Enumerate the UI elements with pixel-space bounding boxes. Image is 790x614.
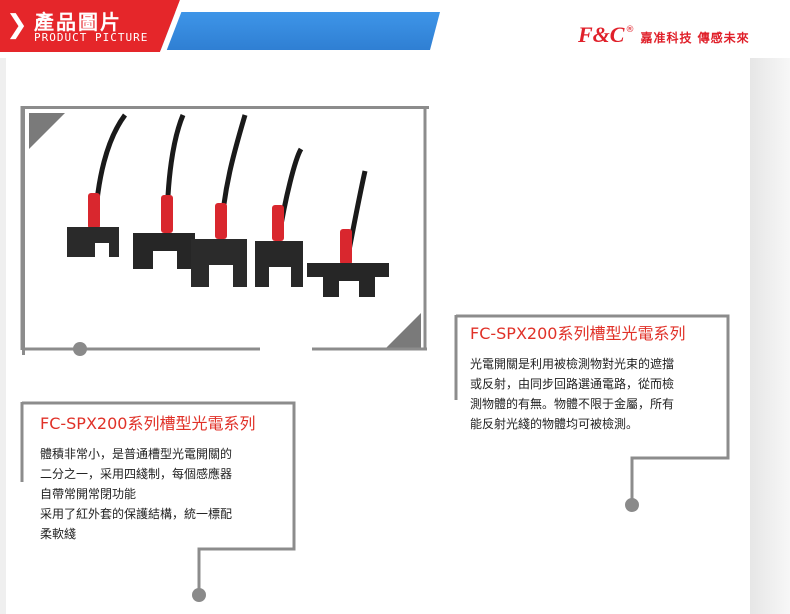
- callout-line: 或反射，由同步回路選通電路，從而檢: [470, 377, 675, 391]
- callout-body: 光電開關是利用被檢測物對光束的遮擋 或反射，由同步回路選通電路，從而檢 測物體的…: [470, 354, 685, 434]
- callout-body: 體積非常小，是普通槽型光電開關的 二分之一，采用四綫制，每個感應器 自帶常開常閉…: [40, 444, 255, 544]
- callout-title: FC-SPX200系列槽型光電系列: [40, 414, 256, 433]
- callout-title: FC-SPX200系列槽型光電系列: [470, 324, 686, 343]
- callout-line: 二分之一，采用四綫制，每個感應器: [40, 467, 233, 481]
- callout-line: 光電開關是利用被檢測物對光束的遮擋: [470, 357, 675, 371]
- page-title: 產品圖片: [34, 10, 122, 34]
- connector-dot: [73, 342, 87, 356]
- callout-line: 體積非常小，是普通槽型光電開關的: [40, 447, 233, 461]
- callout-right: FC-SPX200系列槽型光電系列 光電開關是利用被檢測物對光束的遮擋 或反射，…: [470, 320, 685, 434]
- callout-left: FC-SPX200系列槽型光電系列 體積非常小，是普通槽型光電開關的 二分之一，…: [40, 410, 255, 544]
- corner-triangle-top-left-icon: [29, 113, 65, 149]
- callout-line: 能反射光綫的物體均可被檢測。: [470, 417, 639, 431]
- callout-line: 柔軟綫: [40, 527, 77, 541]
- slot-type-photoelectric-sensors-photo: [29, 113, 421, 349]
- content-panel: [6, 58, 752, 614]
- connector-dot: [625, 498, 639, 512]
- callout-line: 采用了紅外套的保護結構，統一標配: [40, 507, 233, 521]
- callout-line: 自帶常開常閉功能: [40, 487, 137, 501]
- callout-line: 測物體的有無。物體不限于金屬，所有: [470, 397, 675, 411]
- section-header: ❯ 產品圖片 PRODUCT PICTURE F&C ® 嘉准科技 傳感未來: [0, 0, 790, 52]
- brand-tagline: 嘉准科技 傳感未來: [640, 31, 750, 45]
- brand-logo-text: F&C: [578, 22, 625, 47]
- connector-dot: [192, 588, 206, 602]
- brand-logo: F&C ® 嘉准科技 傳感未來: [578, 22, 750, 47]
- registered-mark: ®: [625, 25, 635, 35]
- header-banner: [0, 0, 790, 52]
- right-shadow: [750, 58, 790, 614]
- product-image-frame: [22, 106, 429, 355]
- corner-triangle-bottom-right-icon: [385, 313, 421, 349]
- left-shadow: [0, 58, 6, 614]
- page-subtitle: PRODUCT PICTURE: [34, 31, 149, 44]
